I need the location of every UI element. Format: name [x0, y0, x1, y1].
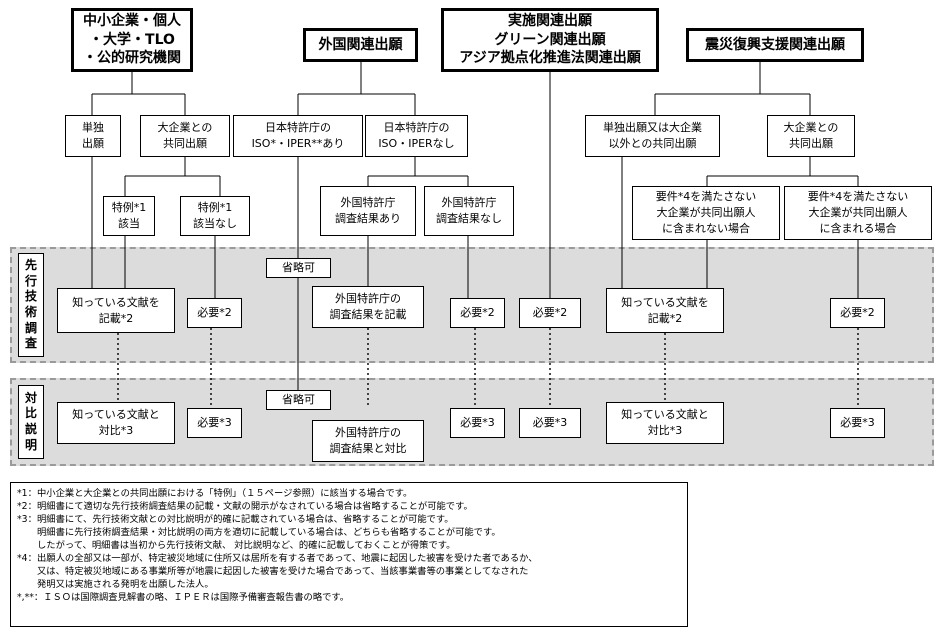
footnote-4-line-3: 発明又は実施される発明を出願した法人。 — [37, 579, 214, 590]
search-known-documents-disaster: 知っている文献を 記載*2 — [606, 288, 724, 333]
search-foreign-result-describe: 外国特許庁の 調査結果を記載 — [312, 286, 424, 328]
compare-required-foreign: 必要*3 — [450, 408, 505, 438]
search-required-disaster: 必要*2 — [830, 298, 885, 328]
node-jpo-iso-yes: 日本特許庁の ISO*・IPER**あり — [233, 115, 363, 157]
header-sme-individual-university: 中小企業・個人 ・大学・TLO ・公的研究機関 — [71, 8, 193, 72]
search-required-sme: 必要*2 — [187, 298, 242, 328]
search-required-special: 必要*2 — [519, 298, 581, 328]
footnote-3: *3：明細書にて、先行技術文献との対比説明が的確に記載されている場合は、省略する… — [17, 514, 454, 525]
compare-known-documents-disaster: 知っている文献と 対比*3 — [606, 402, 724, 444]
footnote-4: *4：出願人の全部又は一部が、特定被災地域に住所又は居所を有する者であって、地震… — [17, 553, 538, 564]
prior-art-search-label: 先 行 技 術 調 査 — [18, 253, 44, 357]
comparison-label: 対 比 説 明 — [18, 385, 44, 459]
node-exception-yes: 特例*1 該当 — [103, 196, 155, 236]
compare-required-sme: 必要*3 — [187, 408, 242, 438]
footnote-2: *2：明細書にて適切な先行技術調査結果の記載・文献の開示がなされている場合は省略… — [17, 501, 473, 512]
footnotes-box: *1：中小企業と大企業との共同出願における「特例」（１５ページ参照）に該当する場… — [10, 482, 688, 627]
compare-required-disaster: 必要*3 — [830, 408, 885, 438]
node-exception-no: 特例*1 該当なし — [180, 196, 250, 236]
node-requirement-not-included: 要件*4を満たさない 大企業が共同出願人 に含まれない場合 — [632, 186, 780, 240]
footnote-4-line-2: 又は、特定被災地域にある事業所等が地震に起因した被害を受けた場合であって、当該事… — [37, 566, 529, 577]
header-special-applications: 実施関連出願 グリーン関連出願 アジア拠点化推進法関連出願 — [441, 8, 659, 72]
header-foreign-application: 外国関連出願 — [303, 28, 418, 62]
compare-required-special: 必要*3 — [519, 408, 581, 438]
node-jpo-iso-no: 日本特許庁の ISO・IPERなし — [365, 115, 468, 157]
node-requirement-included: 要件*4を満たさない 大企業が共同出願人 に含まれる場合 — [784, 186, 932, 240]
node-sme-joint: 大企業との 共同出願 — [140, 115, 230, 157]
header-disaster-recovery: 震災復興支援関連出願 — [686, 28, 864, 62]
footnote-3-line-3: したがって、明細書は当初から先行技術文献、 対比説明など、的確に記載しておくこと… — [37, 540, 456, 551]
compare-known-documents: 知っている文献と 対比*3 — [57, 402, 175, 444]
footnote-1: *1：中小企業と大企業との共同出願における「特例」（１５ページ参照）に該当する場… — [17, 488, 413, 499]
footnote-3-line-2: 明細書に先行技術調査結果・対比説明の両方を適切に記載している場合は、どちらも省略… — [37, 527, 501, 538]
node-sme-single: 単独 出願 — [65, 115, 121, 157]
search-required-foreign: 必要*2 — [450, 298, 505, 328]
search-known-documents: 知っている文献を 記載*2 — [57, 288, 175, 333]
node-foreign-result-yes: 外国特許庁 調査結果あり — [320, 186, 416, 236]
node-foreign-result-no: 外国特許庁 調査結果なし — [424, 186, 514, 236]
compare-omit-allowed: 省略可 — [266, 390, 331, 410]
node-disaster-single: 単独出願又は大企業 以外との共同出願 — [585, 115, 720, 157]
footnote-abbreviations: *,**：ＩＳＯは国際調査見解書の略、ＩＰＥＲは国際予備審査報告書の略です。 — [17, 592, 350, 603]
search-omit-allowed: 省略可 — [266, 258, 331, 278]
node-disaster-joint: 大企業との 共同出願 — [767, 115, 855, 157]
compare-foreign-result: 外国特許庁の 調査結果と対比 — [312, 420, 424, 462]
